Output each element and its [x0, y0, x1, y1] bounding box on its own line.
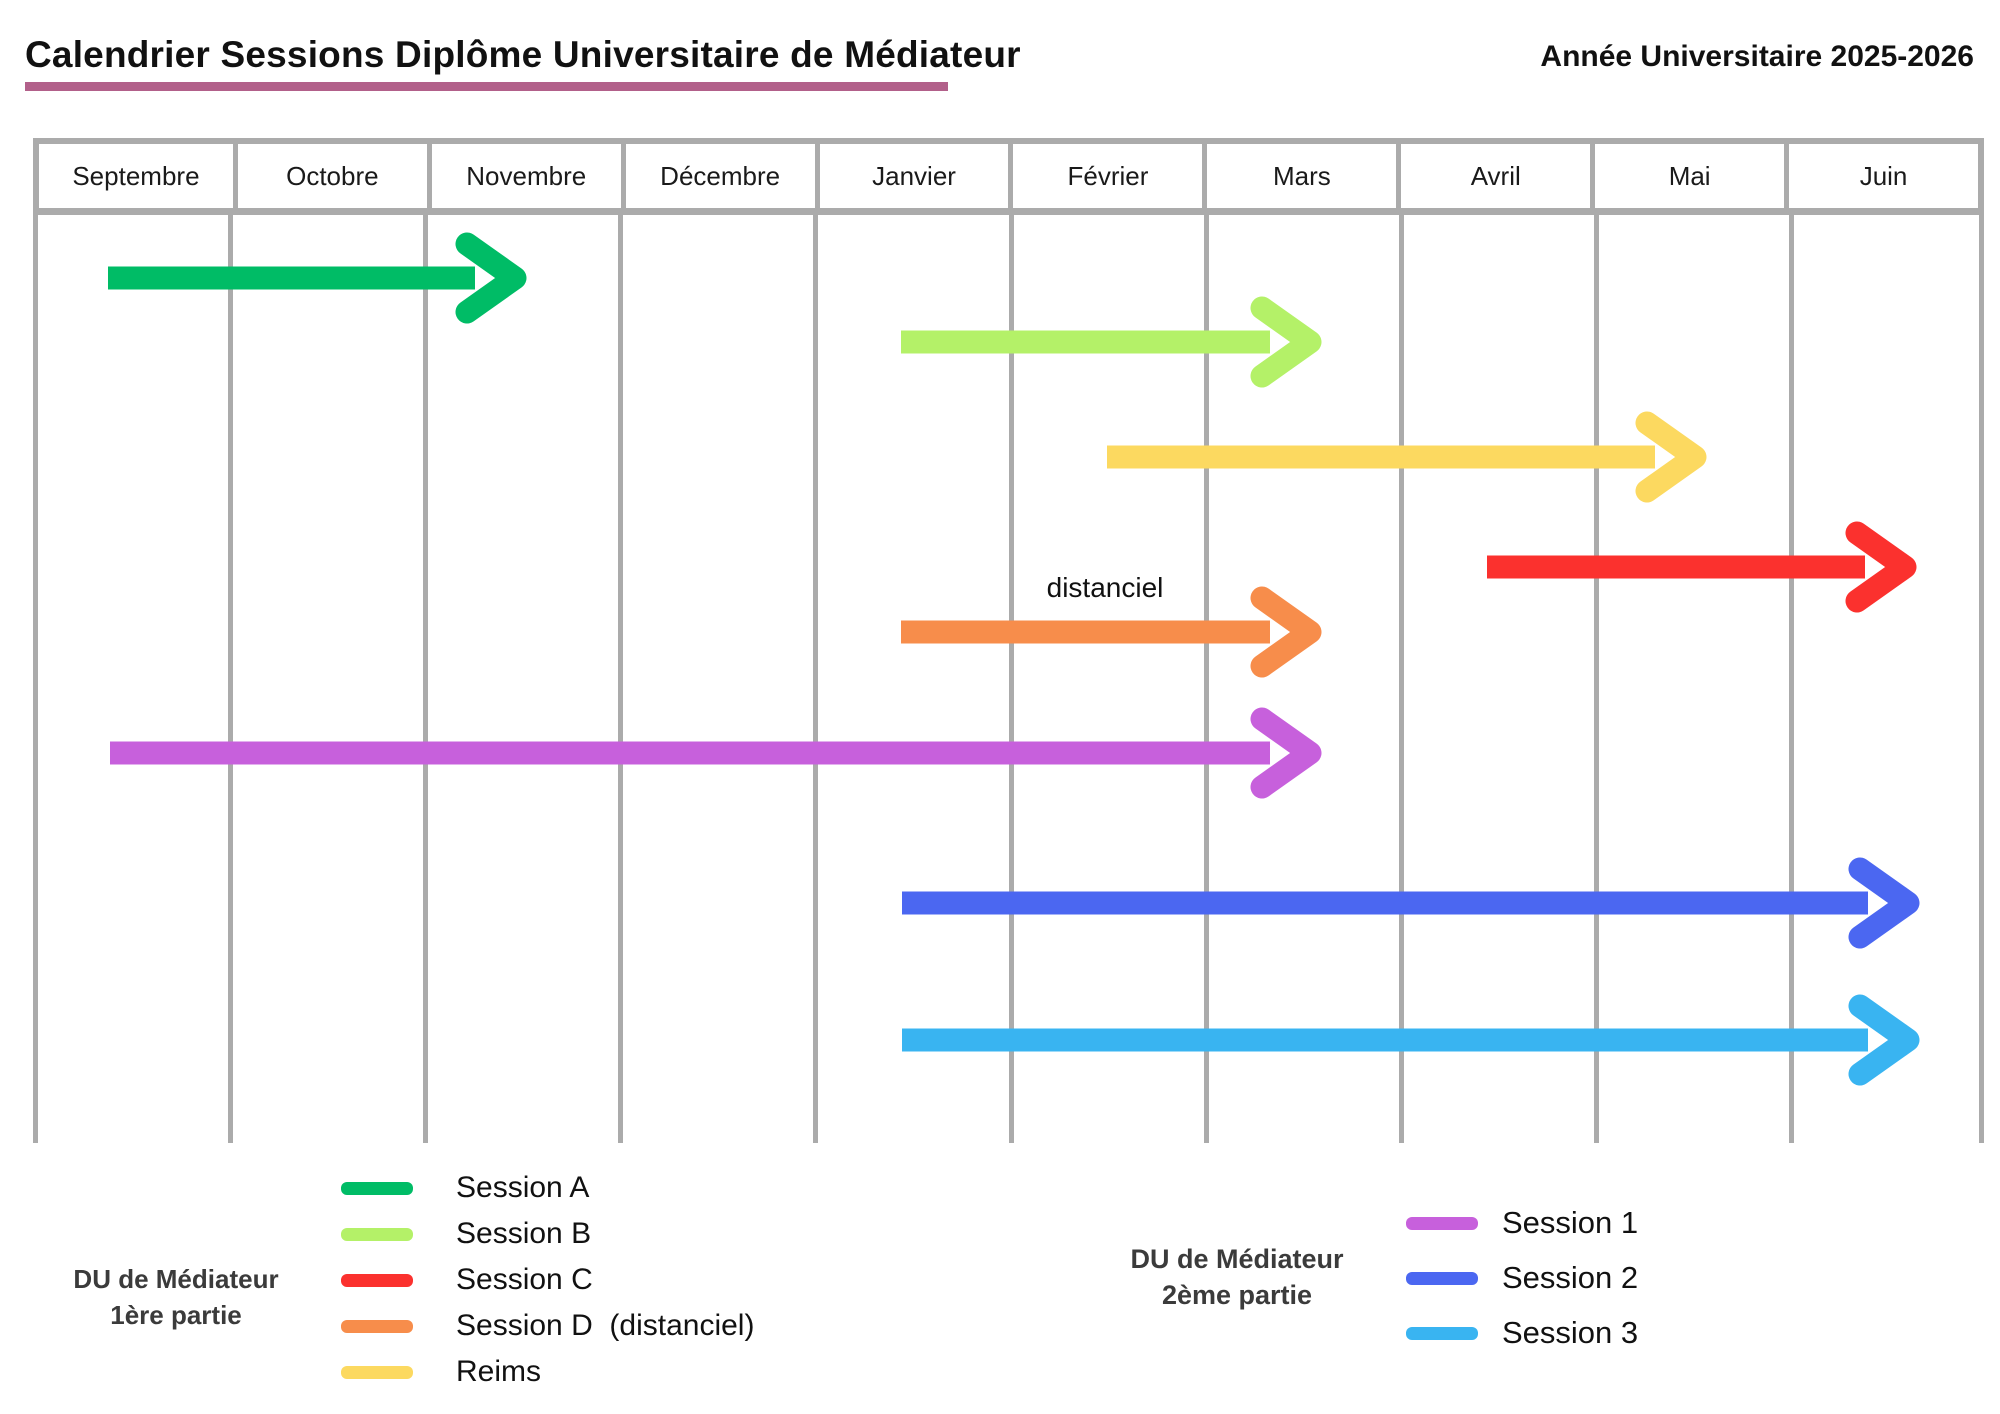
grid-column-octobre — [228, 215, 423, 1143]
calendar-body-grid — [33, 215, 1984, 1143]
legend-right-items: Session 1 Session 2 Session 3 — [1406, 1205, 1638, 1351]
legend-swatch-session-b — [341, 1227, 413, 1241]
academic-year-label: Année Universitaire 2025-2026 — [1540, 40, 1974, 73]
legend-item-session-c: Session C — [341, 1263, 754, 1297]
legend-item-session-d-distanciel: Session D (distanciel) — [341, 1309, 754, 1343]
legend-item-session-2: Session 2 — [1406, 1260, 1638, 1296]
legend-item-reims: Reims — [341, 1355, 754, 1389]
legend-left-items: Session A Session B Session C Session D (di… — [341, 1171, 754, 1389]
grid-column-mai — [1593, 215, 1789, 1143]
grid-column-septembre — [33, 215, 228, 1143]
legend-item-session-3: Session 3 — [1406, 1315, 1638, 1351]
legend-label-session-1: Session 1 — [1502, 1205, 1639, 1240]
legend-label-session-d-distanciel: Session D (distanciel) — [456, 1309, 755, 1342]
legend-label-session-c: Session C — [456, 1263, 593, 1296]
month-header-octobre: Octobre — [232, 144, 427, 208]
legend-item-session-1: Session 1 — [1406, 1205, 1638, 1241]
month-header-d-cembre: Décembre — [620, 144, 815, 208]
legend-item-session-a: Session A — [341, 1171, 754, 1205]
legend-right-title: DU de Médiateur 2ème partie — [1107, 1241, 1367, 1313]
legend-right-title-line1: DU de Médiateur — [1130, 1244, 1344, 1274]
annotation-distanciel: distanciel — [1046, 572, 1164, 603]
legend-swatch-session-c — [341, 1273, 413, 1287]
legend-label-session-a: Session A — [456, 1171, 590, 1204]
grid-column-d-cembre — [618, 215, 813, 1143]
legend-label-session-2: Session 2 — [1502, 1260, 1639, 1295]
legend-swatch-session-a — [341, 1181, 413, 1195]
month-header-novembre: Novembre — [426, 144, 621, 208]
legend-label-session-3: Session 3 — [1502, 1315, 1639, 1350]
grid-column-mars — [1203, 215, 1399, 1143]
legend-swatch-session-1 — [1406, 1216, 1478, 1230]
legend-swatch-reims — [341, 1365, 413, 1379]
legend-left-title-line2: 1ère partie — [110, 1300, 242, 1330]
legend-swatch-session-d-distanciel — [341, 1319, 413, 1333]
legend-swatch-session-2 — [1406, 1271, 1478, 1285]
month-header-janvier: Janvier — [814, 144, 1009, 208]
legend-left-title-line1: DU de Médiateur — [73, 1264, 279, 1294]
month-header-septembre: Septembre — [39, 144, 233, 208]
grid-column-novembre — [423, 215, 618, 1143]
title-underline — [25, 82, 948, 91]
grid-column-f-vrier — [1008, 215, 1204, 1143]
month-header-avril: Avril — [1396, 144, 1591, 208]
legend-left-title: DU de Médiateur 1ère partie — [46, 1261, 306, 1333]
grid-column-janvier — [813, 215, 1008, 1143]
month-header-f-vrier: Février — [1008, 144, 1203, 208]
month-header-mars: Mars — [1202, 144, 1397, 208]
month-header-juin: Juin — [1784, 144, 1978, 208]
legend-label-session-b: Session B — [456, 1217, 592, 1250]
legend-label-reims: Reims — [456, 1355, 542, 1388]
page-title: Calendrier Sessions Diplôme Universitair… — [25, 34, 1021, 75]
grid-column-avril — [1398, 215, 1594, 1143]
legend-right-title-line2: 2ème partie — [1161, 1280, 1313, 1310]
legend-swatch-session-3 — [1406, 1326, 1478, 1340]
grid-column-juin — [1788, 215, 1984, 1143]
legend-item-session-b: Session B — [341, 1217, 754, 1251]
month-header-mai: Mai — [1590, 144, 1785, 208]
